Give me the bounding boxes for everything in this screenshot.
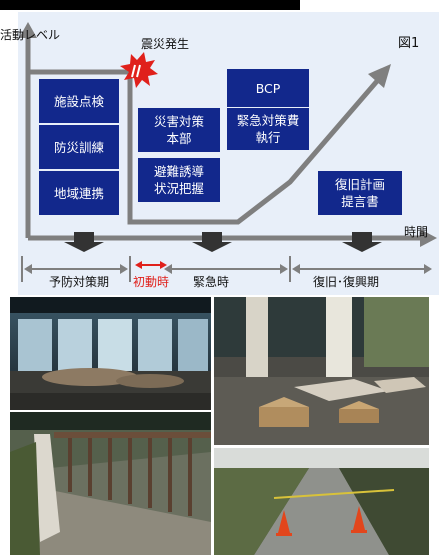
- photo-icon: [10, 412, 211, 555]
- disaster-hq-box: 災害対策 本部: [138, 108, 220, 152]
- x-axis-arrowhead: [420, 229, 437, 247]
- quake-label: 震災発生: [141, 37, 190, 51]
- walkway-railing-photo: [10, 412, 211, 555]
- down-arrow-emergency: [192, 232, 232, 252]
- community-cooperation-box: 地域連携: [39, 171, 119, 215]
- photo-icon: [214, 448, 429, 555]
- activity-level-curve: [28, 69, 380, 225]
- bcp-box: BCP: [227, 69, 309, 107]
- range-arrowhead: [424, 264, 432, 274]
- range-arrowhead: [24, 264, 32, 274]
- diagram-lines: [19, 22, 437, 282]
- phase-prevention: 予防対策期: [49, 275, 110, 289]
- lobby-boxes-photo: [214, 297, 429, 445]
- range-arrowhead: [135, 261, 142, 269]
- phase-initial: 初動時: [133, 275, 170, 289]
- range-arrowhead: [164, 264, 172, 274]
- down-arrow-prevention: [64, 232, 104, 252]
- phase-recovery: 復旧･復興期: [313, 275, 380, 289]
- lobby-window-photo: [10, 297, 211, 410]
- y-axis-label: 活動レベル: [0, 28, 61, 42]
- top-black-bar: [0, 0, 300, 10]
- path-cones-photo: [214, 448, 429, 555]
- figure-label: 図1: [398, 36, 420, 51]
- recovery-plan-box: 復旧計画 提言書: [318, 171, 402, 215]
- disaster-drill-box: 防災訓練: [39, 125, 119, 169]
- evacuation-guidance-box: 避難誘導 状況把握: [138, 158, 220, 202]
- phase-emergency: 緊急時: [193, 275, 230, 289]
- emergency-budget-box: 緊急対策費 執行: [227, 108, 309, 150]
- range-arrowhead: [292, 264, 300, 274]
- range-arrowhead: [280, 264, 288, 274]
- earthquake-burst-icon: [120, 52, 158, 88]
- range-arrowhead: [120, 264, 128, 274]
- y-axis-arrowhead: [19, 22, 37, 38]
- facility-inspection-box: 施設点検: [39, 79, 119, 123]
- photo-icon: [214, 297, 429, 445]
- photo-icon: [10, 297, 211, 410]
- disaster-phase-diagram: 活動レベル 震災発生 図1 時間 施設点検 防災訓練 地域連携 災害対策 本部 …: [0, 12, 439, 295]
- curve-arrowhead: [368, 64, 391, 88]
- down-arrow-recovery: [342, 232, 382, 252]
- range-arrowhead: [160, 261, 167, 269]
- x-axis-label: 時間: [404, 225, 429, 239]
